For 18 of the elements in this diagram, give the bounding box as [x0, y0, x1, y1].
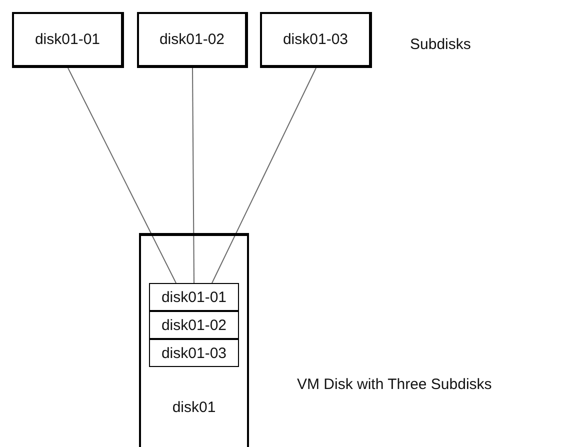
disk-label: disk01-03: [282, 31, 348, 48]
disk-label: disk01-02: [159, 31, 225, 48]
disk-label: disk01-01: [34, 31, 100, 48]
disk-label: disk01-01: [161, 288, 227, 306]
subdisk-box: [260, 12, 372, 68]
subdisk-box: [12, 12, 124, 68]
disk-label: disk01: [171, 399, 217, 416]
caption: VM Disk with Three Subdisks: [297, 376, 492, 393]
subdisk-box: [149, 283, 239, 311]
subdisk-box: [137, 12, 248, 68]
disk-label: disk01-03: [161, 344, 227, 362]
connector-line: [212, 68, 316, 284]
subdisk-box: [149, 339, 239, 367]
connector-line: [192, 68, 194, 284]
subdisk-box: [149, 311, 239, 339]
disk-label: disk01-02: [161, 316, 227, 334]
connector-line: [68, 68, 176, 284]
group-label: Subdisks: [410, 36, 471, 53]
